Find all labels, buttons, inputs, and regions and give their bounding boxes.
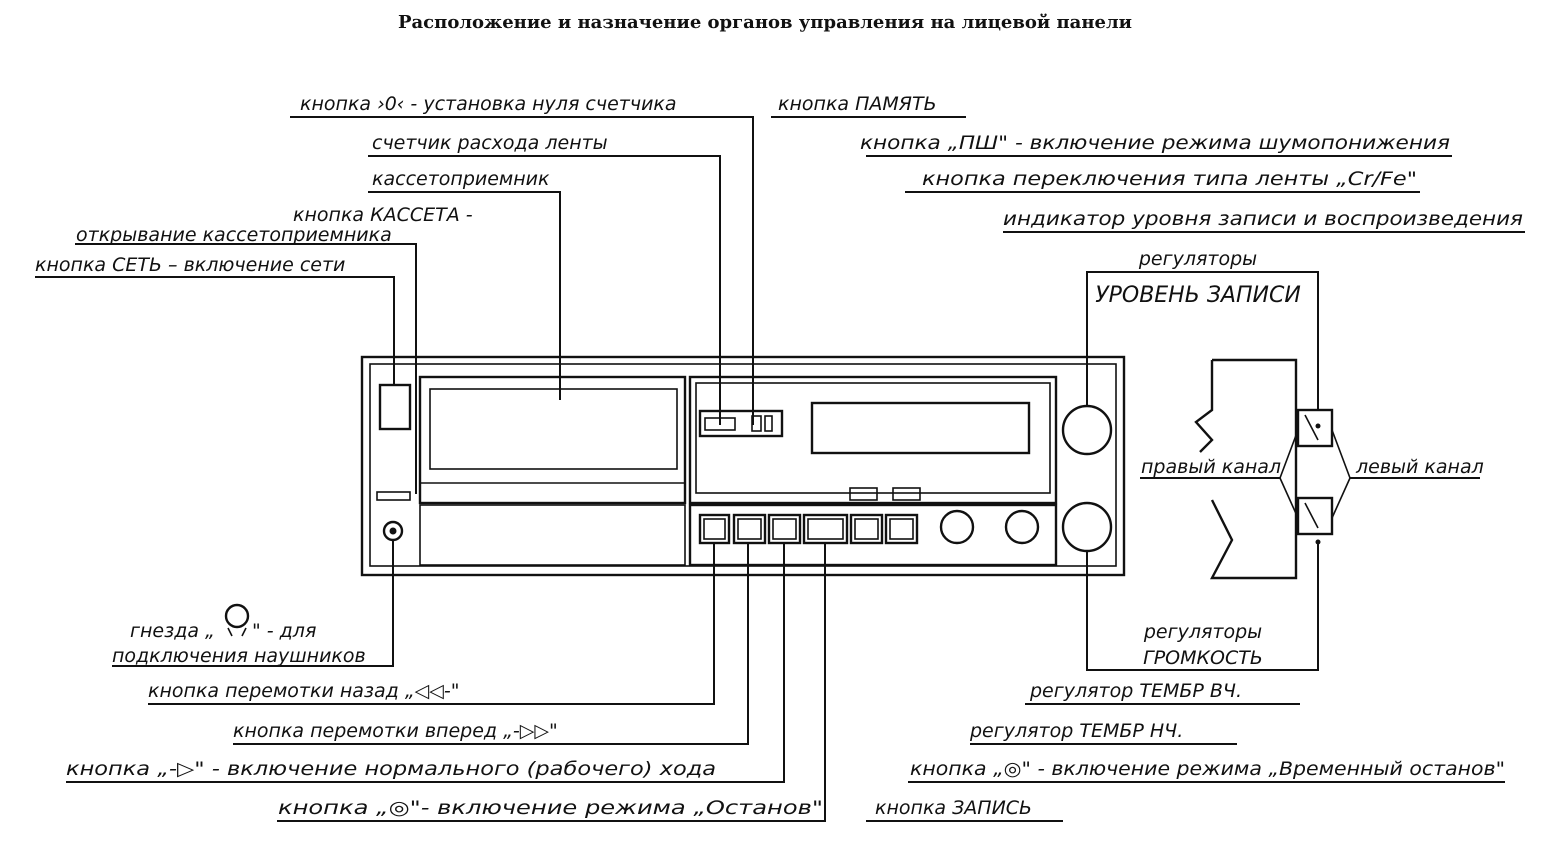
volume-knob[interactable]	[1061, 501, 1113, 553]
front-panel	[360, 355, 1126, 577]
label-volume-2: ГРОМКОСТЬ	[1143, 647, 1263, 669]
cassette-compartment[interactable]	[418, 375, 687, 505]
control-section	[688, 375, 1058, 505]
power-button[interactable]	[378, 383, 412, 431]
label-left-channel: левый канал	[1355, 456, 1484, 478]
label-treble: регулятор ТЕМБР ВЧ.	[1029, 680, 1242, 702]
tape-type-button[interactable]	[892, 487, 921, 501]
noise-reduction-button[interactable]	[849, 487, 878, 501]
page-title: Расположение и назначение органов управл…	[398, 12, 1132, 33]
headphones-icon	[224, 603, 250, 637]
pause-button[interactable]	[849, 513, 884, 545]
label-zero-button: кнопка ›0‹ - установка нуля счетчика	[300, 93, 677, 115]
memory-button[interactable]	[764, 415, 773, 432]
record-button[interactable]	[884, 513, 919, 545]
label-noise-reduction-button: кнопка „ПШ" - включение режима шумопониж…	[860, 132, 1450, 154]
label-headphones-2: подключения наушников	[112, 645, 366, 667]
knob-side-view	[1194, 358, 1351, 580]
panel-outer-frame	[360, 355, 1126, 577]
transport-section	[688, 503, 1058, 567]
cassette-lower-panel	[419, 504, 686, 566]
label-memory-button: кнопка ПАМЯТЬ	[778, 93, 937, 115]
label-counter: счетчик расхода ленты	[372, 132, 608, 154]
label-rewind-button: кнопка перемотки назад „◁◁-"	[148, 680, 460, 702]
label-pause-button: кнопка „◎" - включение режима „Временный…	[910, 758, 1505, 780]
label-record-button: кнопка ЗАПИСЬ	[875, 797, 1032, 819]
label-record-level-1: регуляторы	[1138, 248, 1257, 270]
record-level-knob[interactable]	[1061, 404, 1113, 456]
label-cassette-button: кнопка КАССЕТА -	[293, 204, 473, 226]
tape-counter	[698, 409, 784, 438]
label-cassette-button-desc: открывание кассетоприемника	[76, 224, 392, 246]
label-tape-type-button: кнопка переключения типа ленты „Cr/Fe"	[922, 168, 1417, 190]
bass-tone-knob[interactable]	[939, 509, 975, 545]
level-indicator-display	[810, 401, 1031, 455]
label-right-channel: правый канал	[1141, 456, 1281, 478]
label-level-indicator: индикатор уровня записи и воспроизведени…	[1003, 208, 1523, 230]
label-power-button: кнопка СЕТЬ – включение сети	[35, 254, 345, 276]
label-cassette-holder: кассетоприемник	[372, 168, 550, 190]
label-play-button: кнопка „-▷" - включение нормального (раб…	[66, 758, 716, 780]
headphones-jack-icon[interactable]	[382, 520, 404, 542]
cassette-eject-button[interactable]	[376, 491, 411, 501]
leader-lines	[35, 116, 1525, 822]
label-fast-forward-button: кнопка перемотки вперед „-▷▷"	[233, 720, 558, 742]
label-volume-1: регуляторы	[1143, 621, 1262, 643]
label-bass: регулятор ТЕМБР НЧ.	[969, 720, 1183, 742]
label-record-level-2: УРОВЕНЬ ЗАПИСИ	[1095, 283, 1301, 308]
label-headphones-1b: " - для	[252, 620, 316, 642]
label-headphones-1a: гнезда „	[130, 620, 215, 642]
panel-inner-frame	[369, 363, 1117, 567]
fast-forward-button[interactable]	[732, 513, 767, 545]
cassette-window	[429, 388, 678, 470]
label-stop-button: кнопка „◎"- включение режима „Останов"	[278, 797, 823, 819]
treble-tone-knob[interactable]	[1004, 509, 1040, 545]
